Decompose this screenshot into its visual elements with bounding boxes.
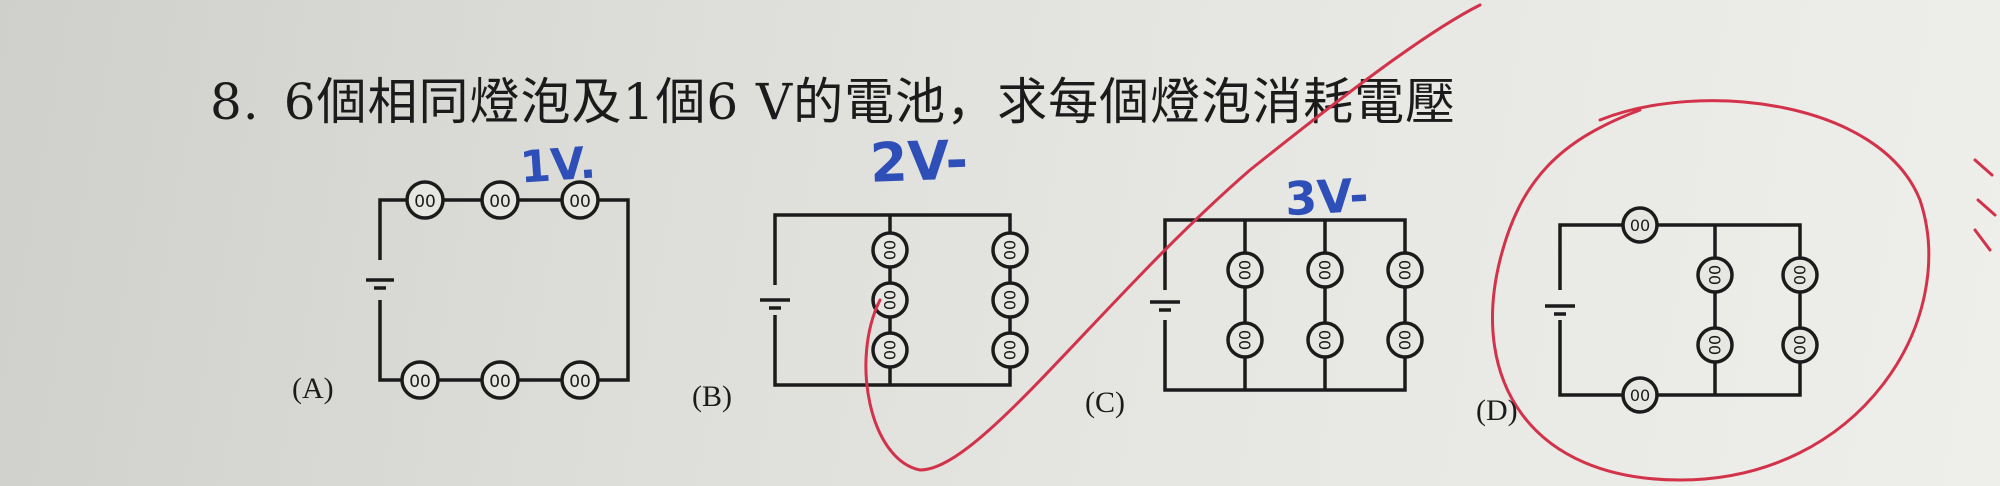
- svg-text:00: 00: [1705, 335, 1724, 355]
- bulb: 00: [1781, 326, 1819, 364]
- circuit-a: [366, 198, 630, 382]
- svg-text:00: 00: [1630, 216, 1650, 235]
- svg-text:00: 00: [414, 192, 436, 212]
- bulb: 00: [991, 331, 1029, 369]
- svg-text:00: 00: [1235, 330, 1254, 350]
- bulb-group-c: 00 00 00 00 00 00: [1226, 251, 1424, 359]
- bulb: 00: [1696, 326, 1734, 364]
- bulb: 00: [560, 180, 600, 220]
- question-number: 8.: [210, 73, 260, 131]
- svg-text:00: 00: [1790, 335, 1809, 355]
- bulb: 00: [871, 331, 909, 369]
- bulb: 00: [1386, 321, 1424, 359]
- svg-text:00: 00: [569, 192, 591, 212]
- handwritten-answer-c: 3V-: [1283, 167, 1370, 227]
- svg-text:00: 00: [880, 340, 899, 360]
- question-text: 8. 6個相同燈泡及1個6 V的電池，求每個燈泡消耗電壓: [210, 62, 1456, 134]
- bulb: 00: [480, 360, 520, 400]
- bulb: 00: [871, 231, 909, 269]
- svg-text:00: 00: [1790, 265, 1809, 285]
- svg-text:00: 00: [1000, 290, 1019, 310]
- bulb: 00: [1696, 256, 1734, 294]
- svg-text:00: 00: [880, 240, 899, 260]
- handwritten-answer-a: 1V.: [518, 137, 598, 194]
- bulb: 00: [480, 180, 520, 220]
- svg-text:00: 00: [880, 290, 899, 310]
- bulb: 00: [871, 281, 909, 319]
- svg-text:00: 00: [1705, 265, 1724, 285]
- bulb: 00: [1386, 251, 1424, 289]
- bulb: 00: [1306, 251, 1344, 289]
- svg-text:00: 00: [1395, 330, 1414, 350]
- bulb: 00: [991, 281, 1029, 319]
- svg-text:00: 00: [489, 372, 511, 392]
- svg-text:00: 00: [1315, 330, 1334, 350]
- option-label-c: (C): [1085, 386, 1125, 419]
- bulb: 00: [1621, 376, 1659, 414]
- bulb: 00: [1781, 256, 1819, 294]
- red-check-mark: [864, 3, 1482, 472]
- option-label-d: (D): [1476, 394, 1518, 427]
- option-label-b: (B): [692, 380, 732, 413]
- bulb-group-a: 00 00 00 00 00 00: [400, 180, 600, 400]
- svg-text:00: 00: [1315, 260, 1334, 280]
- svg-text:00: 00: [1395, 260, 1414, 280]
- bulb: 00: [560, 360, 600, 400]
- red-margin-mark: [1973, 158, 1997, 252]
- bulb: 00: [1226, 251, 1264, 289]
- svg-text:00: 00: [1235, 260, 1254, 280]
- red-circle-answer: [1491, 99, 1931, 482]
- handwritten-answer-b: 2V-: [868, 128, 969, 195]
- svg-text:00: 00: [1000, 340, 1019, 360]
- circuit-c: [1150, 218, 1407, 392]
- bulb-group-b: 00 00 00 00 00 00: [871, 231, 1029, 369]
- bulb: 00: [1306, 321, 1344, 359]
- bulb: 00: [1226, 321, 1264, 359]
- svg-text:00: 00: [489, 192, 511, 212]
- bulb: 00: [400, 360, 440, 400]
- bulb: 00: [991, 231, 1029, 269]
- bulb: 00: [405, 180, 445, 220]
- question-body: 6個相同燈泡及1個6 V的電池，求每個燈泡消耗電壓: [283, 73, 1457, 131]
- svg-text:00: 00: [569, 372, 591, 392]
- svg-text:00: 00: [1000, 240, 1019, 260]
- bulb-group-d: 00 00 00 00 00 00: [1621, 206, 1819, 414]
- bulb: 00: [1621, 206, 1659, 244]
- circuit-d: [1545, 223, 1802, 397]
- svg-text:00: 00: [409, 372, 431, 392]
- svg-text:00: 00: [1630, 386, 1650, 405]
- option-label-a: (A): [292, 372, 334, 405]
